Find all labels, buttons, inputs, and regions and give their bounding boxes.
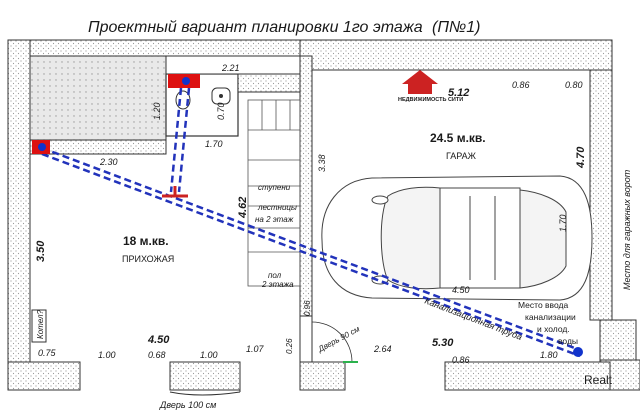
dim-1-00-left: 1.00 bbox=[98, 350, 116, 360]
dim-2-64: 2.64 bbox=[373, 344, 392, 354]
stairs-floor-1: пол bbox=[268, 271, 282, 280]
dim-1-07: 1.07 bbox=[246, 344, 265, 354]
dim-5-12: 5.12 bbox=[448, 87, 469, 99]
hall-name: ПРИХОЖАЯ bbox=[122, 254, 174, 264]
sewage-pipe bbox=[41, 87, 581, 358]
inlet-label-2: канализации bbox=[525, 312, 576, 322]
dim-2-30: 2.30 bbox=[99, 157, 118, 167]
dim-5-30: 5.30 bbox=[432, 337, 454, 349]
garage-area: 24.5 м.кв. bbox=[430, 131, 486, 145]
inlet-label-4: воды bbox=[558, 336, 578, 346]
hall-area: 18 м.кв. bbox=[123, 234, 169, 248]
dim-1-70-car: 1.70 bbox=[558, 214, 568, 232]
pipe-inlet-point bbox=[573, 347, 583, 357]
stairs-floor-2: 2 этажа bbox=[261, 280, 294, 289]
stairs-label-2: лестницы bbox=[257, 203, 297, 212]
dim-1-70-top: 1.70 bbox=[205, 139, 223, 149]
car-icon bbox=[321, 175, 593, 301]
logo-text: НЕДВИЖИМОСТЬ СИТИ bbox=[398, 97, 463, 103]
shaded-area bbox=[29, 55, 167, 141]
watermark: Realt bbox=[584, 373, 613, 387]
outer-walls bbox=[7, 39, 640, 391]
dim-3-38: 3.38 bbox=[317, 154, 327, 172]
dim-0-86-bottom: 0.86 bbox=[452, 355, 470, 365]
dim-0-68: 0.68 bbox=[148, 350, 166, 360]
dim-0-86-top: 0.86 bbox=[512, 80, 530, 90]
stairs-label-1: ступени bbox=[258, 183, 291, 192]
page-title: Проектный вариант планировки 1го этажа bbox=[88, 19, 423, 36]
dim-4-50-bottom: 4.50 bbox=[147, 334, 170, 346]
door-100 bbox=[169, 362, 241, 396]
staircase bbox=[247, 99, 301, 287]
dim-2-21: 2.21 bbox=[221, 63, 240, 73]
dim-1-00-right: 1.00 bbox=[200, 350, 218, 360]
dim-0-26: 0.26 bbox=[285, 338, 294, 354]
garage-name: ГАРАЖ bbox=[446, 151, 477, 161]
dim-1-80: 1.80 bbox=[540, 350, 558, 360]
dimensions: 2.21 1.20 0.70 1.70 2.30 3.50 4.62 3.38 … bbox=[35, 63, 587, 365]
door-100-label: Дверь 100 см bbox=[159, 400, 216, 410]
logo: НЕДВИЖИМОСТЬ СИТИ bbox=[398, 70, 463, 103]
dim-0-70: 0.70 bbox=[216, 102, 226, 120]
dim-4-70: 4.70 bbox=[575, 146, 587, 169]
dim-4-62: 4.62 bbox=[237, 197, 249, 219]
dim-3-50: 3.50 bbox=[35, 240, 47, 262]
pipe-label: Канализационная труба bbox=[423, 296, 523, 342]
stairs-label-3: на 2 этаж bbox=[255, 215, 294, 224]
plan-number: (П№1) bbox=[432, 19, 480, 36]
boiler-label: Котел? bbox=[36, 309, 45, 339]
boiler-box bbox=[31, 309, 47, 343]
door-90 bbox=[311, 321, 353, 363]
dim-0-80: 0.80 bbox=[565, 80, 583, 90]
dim-4-50-mid: 4.50 bbox=[452, 285, 470, 295]
door-90-label: Дверь 90 см bbox=[316, 324, 362, 354]
dim-0-75: 0.75 bbox=[38, 348, 57, 358]
gate-label: Место для гаражных ворот bbox=[622, 169, 632, 290]
inlet-label-3: и холод. bbox=[537, 324, 570, 334]
dim-0-96: 0.96 bbox=[303, 300, 312, 316]
inlet-label-1: Место ввода bbox=[518, 300, 568, 310]
dim-1-20: 1.20 bbox=[152, 102, 162, 120]
